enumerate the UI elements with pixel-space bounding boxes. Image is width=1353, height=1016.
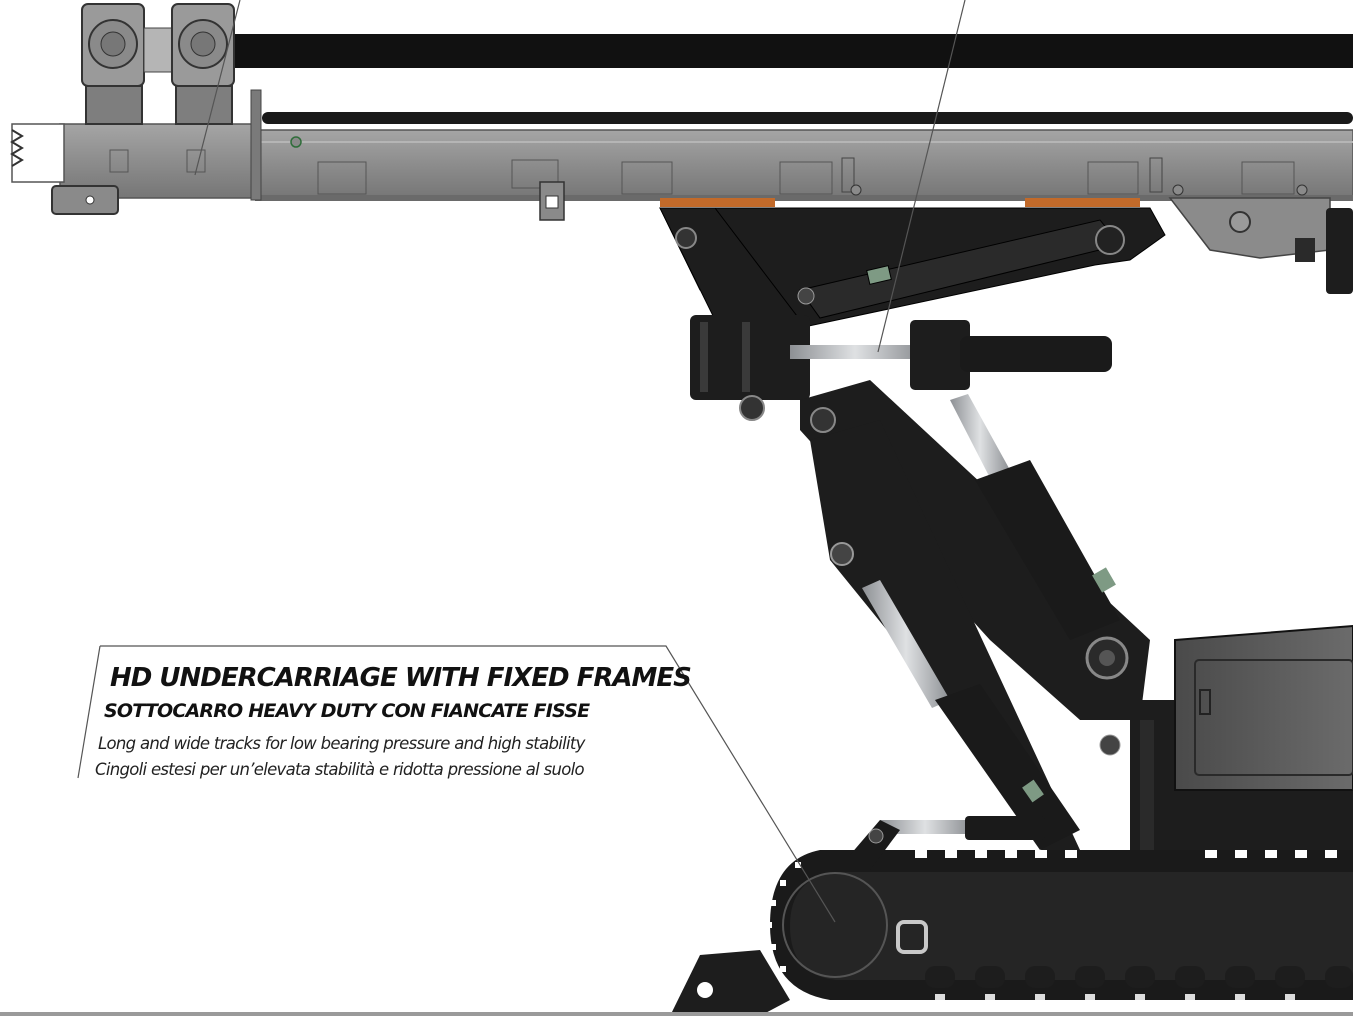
callout-title-en: HD UNDERCARRIAGE WITH FIXED FRAMES xyxy=(110,663,692,693)
gear-motor-icon xyxy=(81,3,173,125)
callout-description-it: Cingoli estesi per un’elevata stabilità … xyxy=(95,760,585,779)
callout-leader-lines xyxy=(77,0,966,923)
middle-cylinder xyxy=(690,315,1112,421)
lift-cylinders xyxy=(862,394,1120,850)
mast-rods xyxy=(225,34,1353,124)
grey-boom xyxy=(10,89,1353,294)
callout-description-en: Long and wide tracks for low bearing pre… xyxy=(98,734,585,753)
upper-linkage xyxy=(659,207,1166,341)
gear-motor-icon xyxy=(171,3,235,125)
machine-body xyxy=(1130,624,1353,860)
lift-arm xyxy=(800,380,1150,880)
tow-eye-icon xyxy=(896,920,928,954)
orange-wear-pads xyxy=(660,198,1140,207)
bottom-border xyxy=(0,1012,1353,1016)
callout-title-it: SOTTOCARRO HEAVY DUTY CON FIANCATE FISSE xyxy=(104,700,590,722)
crawler-track xyxy=(670,820,1353,1016)
